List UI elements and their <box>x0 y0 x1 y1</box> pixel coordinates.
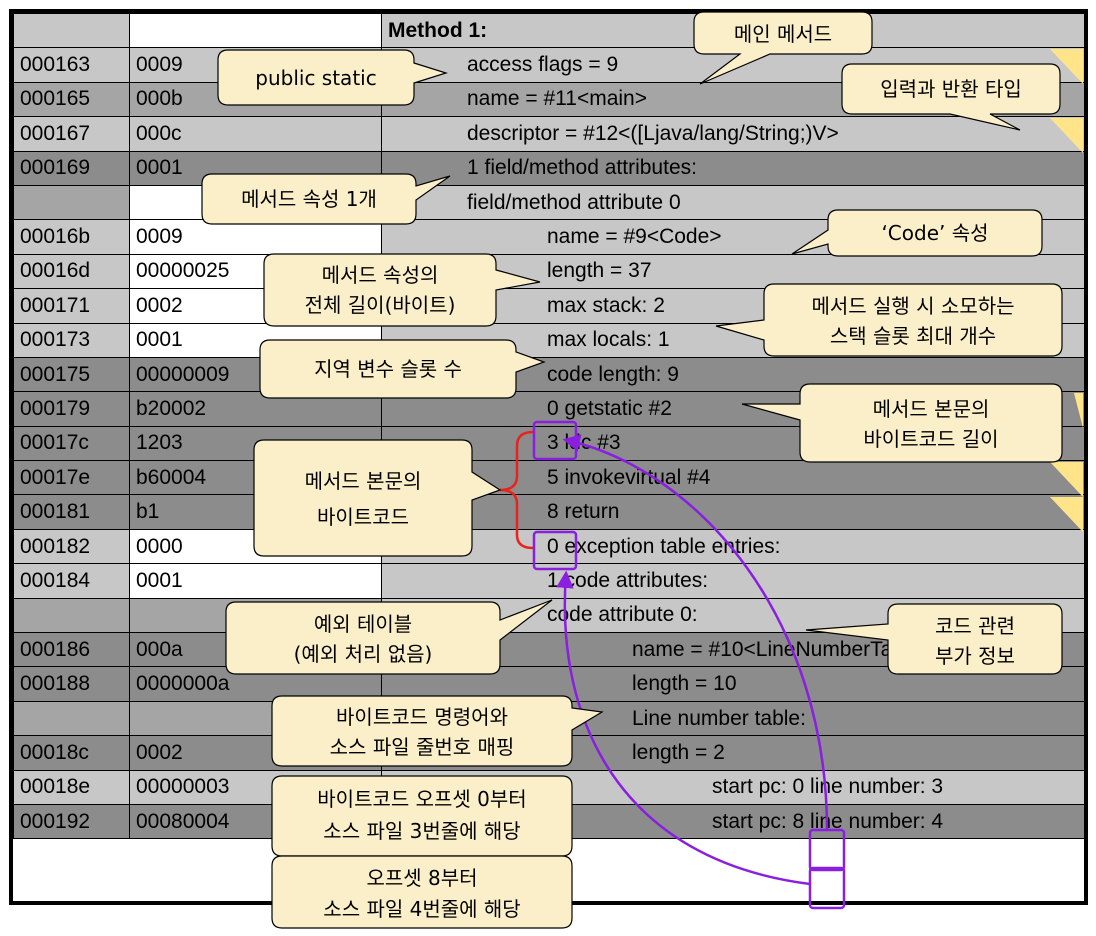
address-cell: 000163 <box>13 47 130 83</box>
address-cell: 000165 <box>13 81 130 118</box>
description-cell: length = 37 <box>381 253 1084 290</box>
hex-cell: b60004 <box>129 460 382 496</box>
hex-cell: 0000 <box>129 528 382 565</box>
description-cell: Line number table: <box>381 700 1084 737</box>
hex-cell <box>129 184 382 221</box>
description-cell: code length: 9 <box>381 356 1084 393</box>
hex-cell: 0001 <box>129 322 382 358</box>
description-cell: access flags = 9 <box>381 47 1084 83</box>
hex-cell <box>129 13 382 49</box>
description-cell: name = #9<Code> <box>381 219 1084 255</box>
address-cell: 000175 <box>13 356 130 393</box>
description-cell: length = 10 <box>381 666 1084 702</box>
address-cell: 00016b <box>13 219 130 255</box>
description-cell: field/method attribute 0 <box>381 184 1084 221</box>
description-cell: 1 code attributes: <box>381 563 1084 599</box>
address-cell <box>13 13 130 49</box>
hex-cell: 000b <box>129 81 382 118</box>
description-cell: descriptor = #12<([Ljava/lang/String;)V> <box>381 116 1084 152</box>
hex-cell: b1 <box>129 494 382 530</box>
hex-cell: 000c <box>129 116 382 152</box>
address-cell: 00018e <box>13 769 130 805</box>
address-cell <box>13 597 130 634</box>
address-cell: 000184 <box>13 563 130 599</box>
address-cell: 00017c <box>13 425 130 462</box>
table-row: Line number table: <box>13 700 1084 737</box>
address-cell: 000182 <box>13 528 130 565</box>
address-cell: 000179 <box>13 391 130 427</box>
address-cell: 000169 <box>13 150 130 186</box>
description-cell: max stack: 2 <box>381 288 1084 324</box>
address-cell: 000192 <box>13 803 130 840</box>
description-cell: length = 2 <box>381 735 1084 771</box>
description-cell: name = #10<LineNumberTable> <box>381 632 1084 668</box>
description-cell: max locals: 1 <box>381 322 1084 358</box>
description-cell: 0 getstatic #2 <box>381 391 1084 427</box>
hex-cell: 00080004 <box>129 803 382 840</box>
hex-cell: 0000000a <box>129 666 382 702</box>
hex-cell: 0001 <box>129 150 382 186</box>
method-header: Method 1: <box>381 13 1084 49</box>
hex-cell: 0009 <box>129 47 382 83</box>
description-cell: 0 exception table entries: <box>381 528 1084 565</box>
hex-cell: 000a <box>129 632 382 668</box>
address-cell: 000188 <box>13 666 130 702</box>
address-cell: 00016d <box>13 253 130 290</box>
description-cell: 3 ldc #3 <box>381 425 1084 462</box>
hex-cell: 0002 <box>129 735 382 771</box>
address-cell: 000171 <box>13 288 130 324</box>
hex-cell <box>129 700 382 737</box>
address-cell: 00018c <box>13 735 130 771</box>
address-cell <box>13 184 130 221</box>
description-cell: 1 field/method attributes: <box>381 150 1084 186</box>
address-cell: 000186 <box>13 632 130 668</box>
table-row: code attribute 0: <box>13 597 1084 634</box>
hex-cell: 00000025 <box>129 253 382 290</box>
table-row: field/method attribute 0 <box>13 184 1084 221</box>
description-cell: 5 invokevirtual #4 <box>381 460 1084 496</box>
table-row: Method 1: <box>13 13 1084 49</box>
hex-cell: b20002 <box>129 391 382 427</box>
description-cell: start pc: 8 line number: 4 <box>381 803 1084 840</box>
address-cell <box>13 700 130 737</box>
address-cell: 000167 <box>13 116 130 152</box>
address-cell: 000181 <box>13 494 130 530</box>
address-cell: 00017e <box>13 460 130 496</box>
description-cell: code attribute 0: <box>381 597 1084 634</box>
hex-cell <box>129 597 382 634</box>
hex-cell: 00000009 <box>129 356 382 393</box>
description-cell: name = #11<main> <box>381 81 1084 118</box>
address-cell: 000173 <box>13 322 130 358</box>
hex-cell: 0002 <box>129 288 382 324</box>
hex-cell: 0009 <box>129 219 382 255</box>
description-cell: start pc: 0 line number: 3 <box>381 769 1084 805</box>
hex-cell: 00000003 <box>129 769 382 805</box>
hex-cell: 1203 <box>129 425 382 462</box>
description-cell: 8 return <box>381 494 1084 530</box>
hex-cell: 0001 <box>129 563 382 599</box>
